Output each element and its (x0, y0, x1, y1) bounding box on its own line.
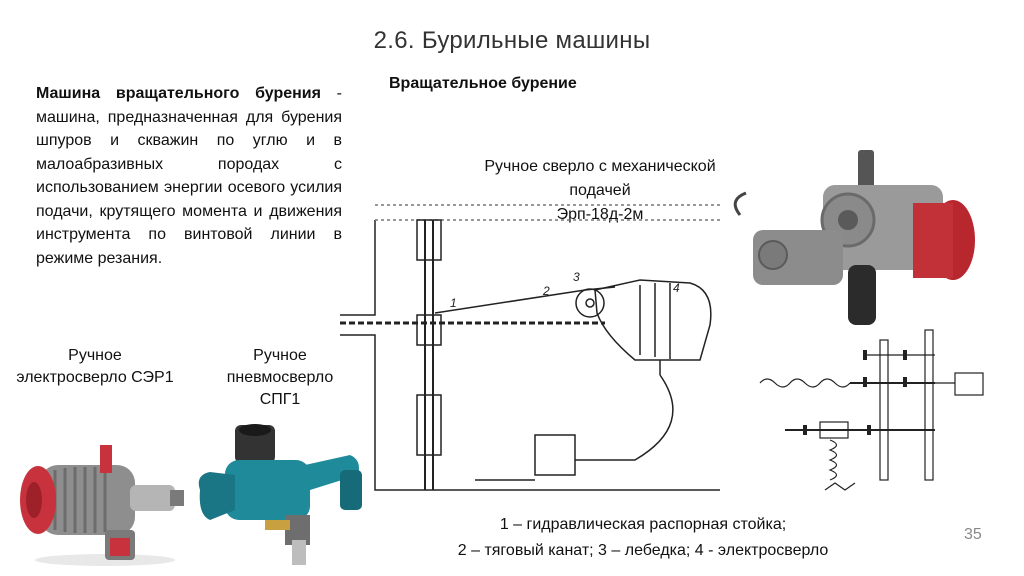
ser-caption: Ручное электросверло СЭР1 (16, 347, 174, 386)
erp-drill-image (733, 150, 975, 325)
slide-title: 2.6. Бурильные машины (373, 27, 651, 54)
drill-caption: Ручное сверло с механической подачей Эрп… (460, 155, 740, 227)
definition-term: Машина вращательного бурения (36, 85, 321, 102)
rotary-drilling-diagram: 1 2 3 4 (340, 204, 720, 491)
legend-line2: 2 – тяговый канат; 3 – лебедка; 4 - элек… (457, 542, 829, 559)
legend-line1: 1 – гидравлическая распорная стойка; (499, 516, 787, 533)
spg-caption: Ручное пневмосверло СПГ1 (226, 347, 334, 408)
page-number: 35 (964, 526, 982, 543)
definition-body: - машина, предназначенная для бурения шп… (36, 85, 342, 267)
definition-text: Машина вращательного бурения - машина, п… (36, 82, 342, 270)
ser1-drill-image (20, 445, 184, 566)
drill-caption-line1: Ручное сверло с механической подачей (484, 158, 716, 199)
diagram-label-3: 3 (573, 270, 580, 284)
spg1-drill-image (198, 424, 362, 565)
diagram-legend: 1 – гидравлическая распорная стойка; 2 –… (398, 512, 888, 564)
diagram-label-4: 4 (673, 281, 680, 295)
drill-caption-line2: Эрп-18д-2м (556, 206, 644, 223)
diagram-label-1: 1 (450, 296, 457, 310)
kinematic-scheme (759, 329, 984, 491)
diagram-label-2: 2 (542, 284, 550, 298)
rotary-title: Вращательное бурение (389, 75, 577, 92)
